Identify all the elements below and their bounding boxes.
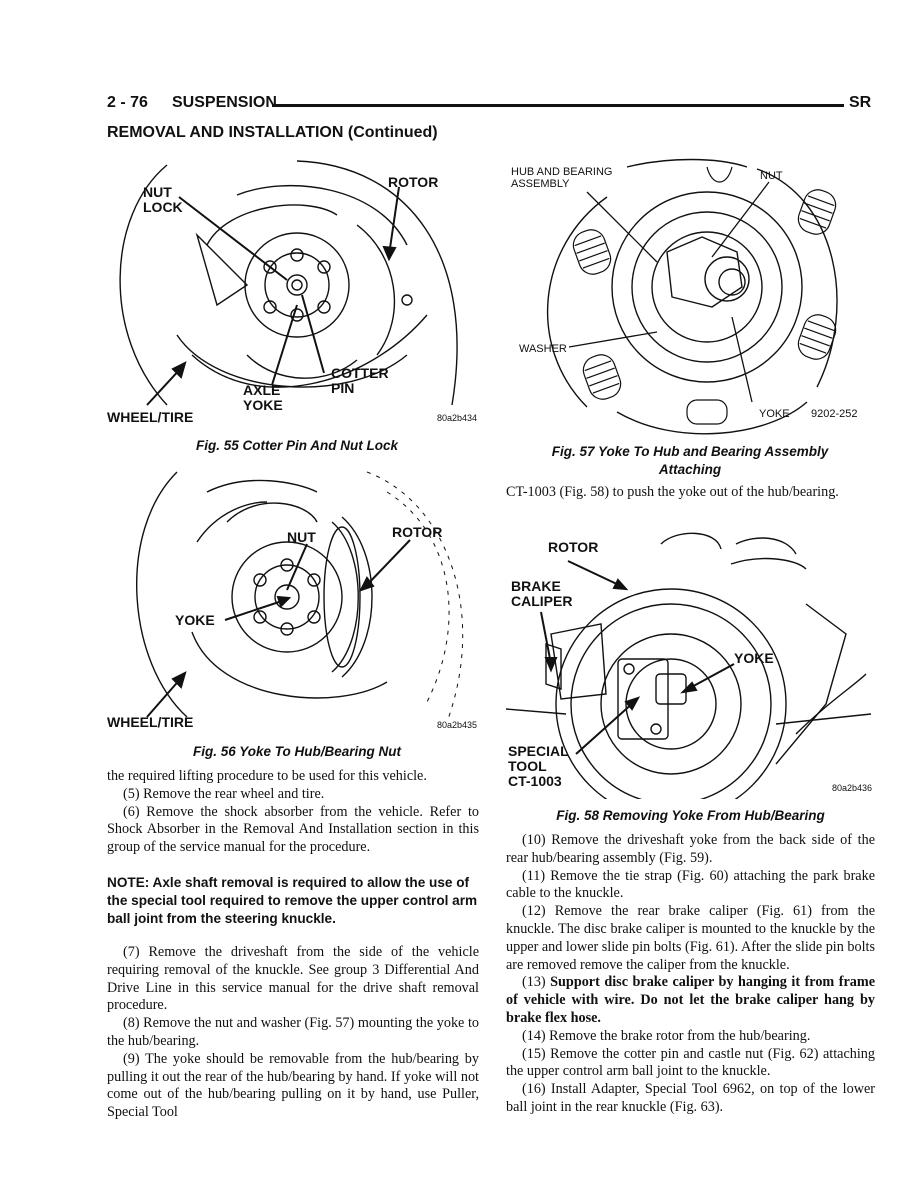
- figure-58-caption: Fig. 58 Removing Yoke From Hub/Bearing: [556, 808, 825, 823]
- step-10: (10) Remove the driveshaft yoke from the…: [506, 832, 875, 866]
- figure-code: 9202-252: [811, 408, 858, 420]
- step-12: (12) Remove the rear brake caliper (Fig.…: [506, 903, 875, 973]
- step-6: (6) Remove the shock absorber from the v…: [107, 803, 479, 856]
- page-code: SR: [849, 94, 872, 111]
- label-cotter-pin: COTTER PIN: [331, 365, 389, 396]
- figure-55-caption: Fig. 55 Cotter Pin And Nut Lock: [195, 438, 398, 453]
- figure-56-caption: Fig. 56 Yoke To Hub/Bearing Nut: [192, 744, 402, 759]
- figure-55: NUT LOCK ROTOR COTTER PIN AXLE YOKE WHEE…: [107, 155, 487, 430]
- paragraph: CT-1003 (Fig. 58) to push the yoke out o…: [506, 484, 839, 500]
- label-nut: NUT: [760, 170, 783, 182]
- step-15: (15) Remove the cotter pin and castle nu…: [506, 1045, 875, 1080]
- step-9: (9) The yoke should be removable from th…: [107, 1050, 479, 1121]
- section-name: SUSPENSION: [172, 94, 277, 111]
- step-14: (14) Remove the brake rotor from the hub…: [522, 1027, 811, 1044]
- right-column-text: (10) Remove the driveshaft yoke from the…: [506, 832, 875, 1117]
- step-7: (7) Remove the driveshaft from the side …: [107, 943, 479, 1014]
- figure-57: HUB AND BEARING ASSEMBLY NUT WASHER YOKE…: [507, 157, 877, 437]
- figure-55-drawing: [119, 160, 458, 406]
- right-column-intro: CT-1003 (Fig. 58) to push the yoke out o…: [506, 484, 875, 502]
- label-yoke: YOKE: [759, 408, 790, 420]
- label-nut: NUT: [287, 529, 316, 545]
- label-special-tool: SPECIAL TOOL CT-1003: [508, 743, 569, 789]
- label-nut-lock: NUT LOCK: [143, 184, 183, 215]
- step-11: (11) Remove the tie strap (Fig. 60) atta…: [506, 867, 875, 902]
- step-13-number: (13): [522, 974, 546, 991]
- figure-56-drawing: [136, 471, 464, 723]
- label-hub-and-bearing: HUB AND BEARING ASSEMBLY: [511, 166, 613, 190]
- label-wheel-tire: WHEEL/TIRE: [107, 409, 194, 425]
- left-column-text: the required lifting procedure to be use…: [107, 768, 479, 1122]
- label-axle-yoke: AXLE YOKE: [243, 382, 283, 413]
- label-brake-caliper: BRAKE CALIPER: [511, 578, 573, 609]
- figure-56: NUT ROTOR YOKE WHEEL/TIRE 80a2b435: [107, 462, 487, 737]
- label-yoke: YOKE: [175, 612, 215, 628]
- figure-57-drawing: [547, 158, 838, 435]
- label-washer: WASHER: [519, 343, 567, 355]
- label-rotor: ROTOR: [392, 524, 443, 540]
- step-13-warning: Support disc brake caliper by hanging it…: [506, 974, 875, 1026]
- header-rule: [272, 104, 844, 107]
- figure-code: 80a2b436: [832, 783, 873, 793]
- step-5: (5) Remove the rear wheel and tire.: [123, 785, 325, 802]
- paragraph: the required lifting procedure to be use…: [107, 768, 427, 784]
- label-yoke: YOKE: [734, 650, 774, 666]
- figure-code: 80a2b435: [437, 720, 478, 730]
- section-title: REMOVAL AND INSTALLATION (Continued): [107, 124, 438, 141]
- label-rotor: ROTOR: [548, 539, 599, 555]
- page-number: 2 - 76: [107, 94, 148, 111]
- note: NOTE: Axle shaft removal is required to …: [107, 874, 478, 926]
- label-wheel-tire: WHEEL/TIRE: [107, 714, 194, 730]
- step-16: (16) Install Adapter, Special Tool 6962,…: [506, 1081, 875, 1115]
- figure-code: 80a2b434: [437, 413, 478, 423]
- figure-57-caption: Fig. 57 Yoke To Hub and Bearing Assembly…: [551, 444, 829, 477]
- step-8: (8) Remove the nut and washer (Fig. 57) …: [107, 1015, 479, 1049]
- label-rotor: ROTOR: [388, 174, 439, 190]
- step-13: (13) Support disc brake caliper by hangi…: [506, 974, 875, 1027]
- figure-58: ROTOR BRAKE CALIPER YOKE SPECIAL TOOL CT…: [505, 524, 876, 820]
